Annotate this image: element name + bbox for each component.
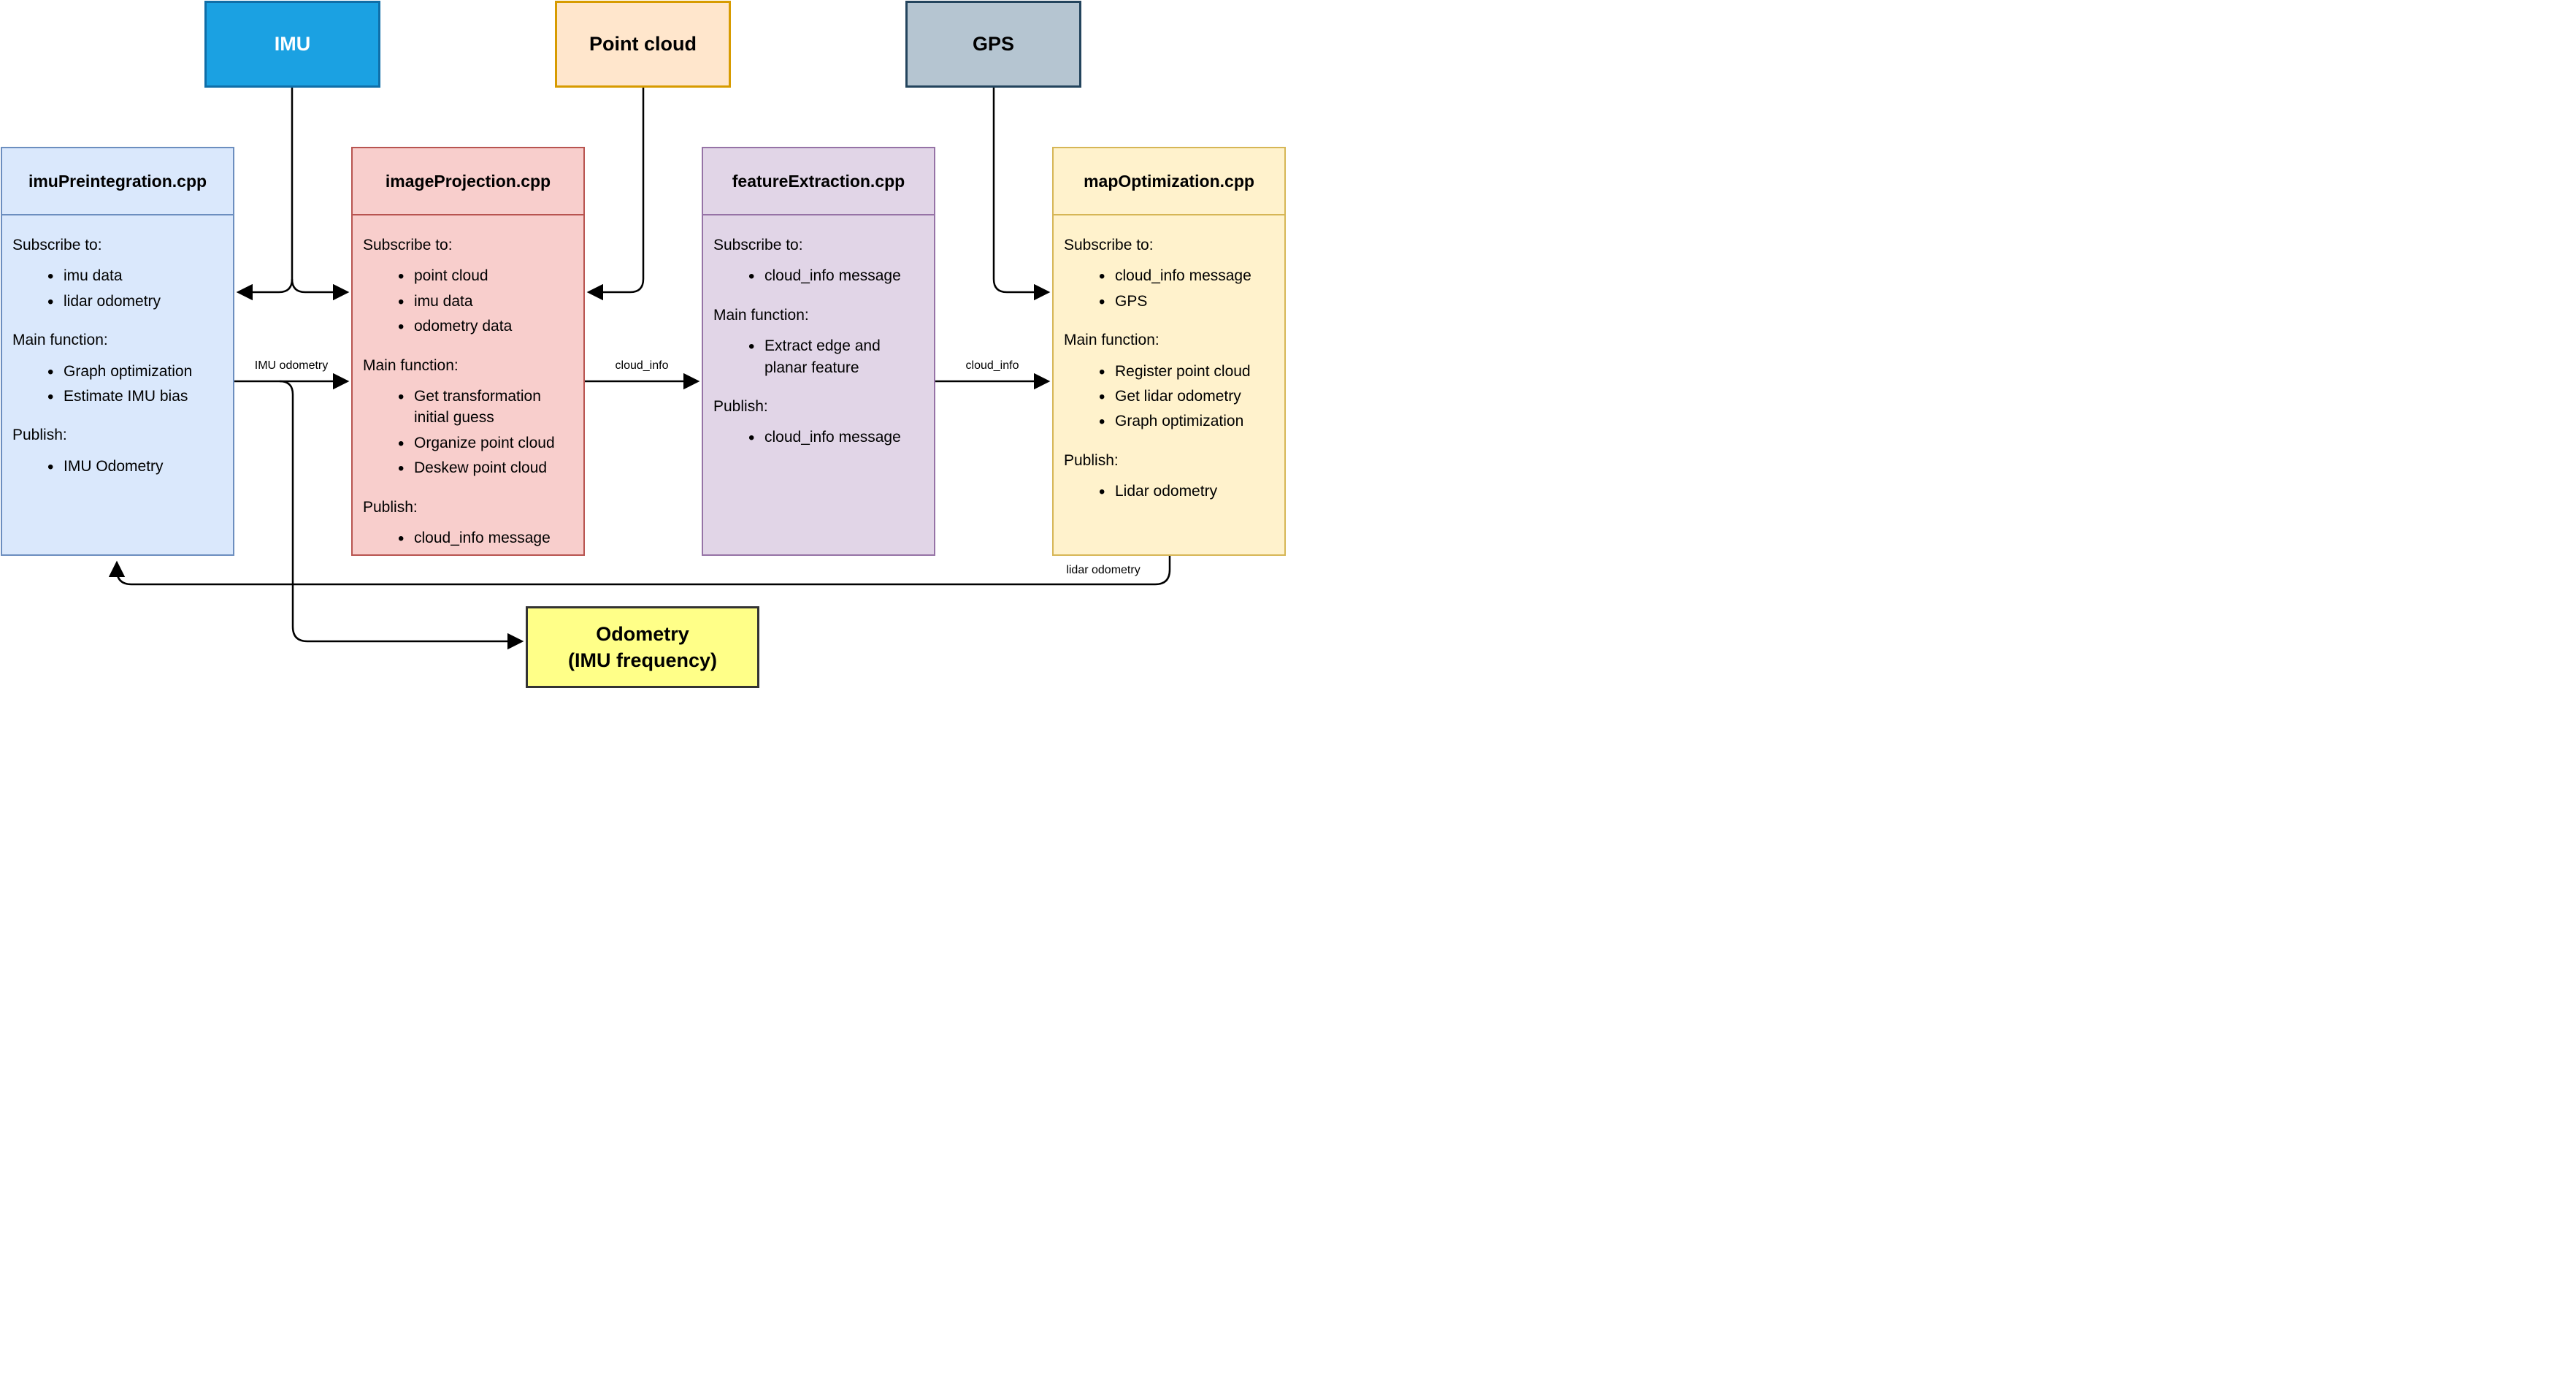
source-label-imu: IMU [274,33,311,55]
section-label-publish: Publish: [363,498,418,516]
bullet-item: cloud_info message [1099,264,1276,289]
publish-list: IMU Odometry [12,455,224,480]
publish-list: cloud_info message [363,527,575,551]
module-featureextraction: featureExtraction.cpp Subscribe to: clou… [702,147,935,556]
subscribe-list: cloud_info message GPS [1064,264,1276,315]
imu-to-imupreintegration-arrow [236,278,294,301]
subscribe-list: point cloud imu data odometry data [363,264,575,340]
section-label-main-function: Main function: [363,356,459,374]
section-label-subscribe: Subscribe to: [713,237,803,253]
module-title: mapOptimization.cpp [1054,148,1284,215]
subscribe-list: cloud_info message [713,264,925,289]
module-title: featureExtraction.cpp [703,148,934,215]
bullet-item: cloud_info message [748,264,925,289]
module-title: imuPreintegration.cpp [2,148,233,215]
bullet-item: odometry data [398,315,575,340]
source-label-point-cloud: Point cloud [589,33,697,55]
output-box-odometry: Odometry (IMU frequency) [526,606,759,688]
edge-label-cloud-info-2: cloud_info [965,359,1019,372]
section-label-main-function: Main function: [12,332,108,349]
bullet-item: imu data [398,290,575,315]
output-label-line2: (IMU frequency) [567,649,718,671]
main-function-list: Register point cloud Get lidar odometry … [1064,360,1276,435]
pointcloud-to-imageprojection-arrow [586,88,645,301]
output-label-line1: Odometry [596,622,689,645]
source-box-point-cloud: Point cloud [555,1,731,88]
publish-list: Lidar odometry [1064,480,1276,505]
module-body: Subscribe to: imu data lidar odometry Ma… [2,215,233,480]
section-label-main-function: Main function: [1064,332,1159,349]
module-mapoptimization: mapOptimization.cpp Subscribe to: cloud_… [1052,147,1286,556]
section-label-publish: Publish: [12,427,67,444]
gps-to-mapoptimization-arrow [992,88,1051,301]
imu-odometry-branch-to-output-arrow [279,380,524,650]
source-box-gps: GPS [905,1,1081,88]
edge-label-cloud-info-1: cloud_info [615,359,669,372]
bullet-item: Register point cloud [1099,360,1276,385]
section-label-publish: Publish: [1064,451,1119,469]
bullet-item: imu data [47,264,224,289]
main-function-list: Extract edge and planar feature [713,335,925,378]
bullet-item: Estimate IMU bias [47,385,224,410]
module-body: Subscribe to: cloud_info message Main fu… [703,215,934,451]
module-imupreintegration: imuPreintegration.cpp Subscribe to: imu … [1,147,234,556]
bullet-item: Graph optimization [47,360,224,385]
section-label-subscribe: Subscribe to: [363,237,453,253]
bullet-item: Graph optimization [1099,410,1276,435]
module-body: Subscribe to: cloud_info message GPS Mai… [1054,215,1284,505]
bullet-item: point cloud [398,264,575,289]
subscribe-list: imu data lidar odometry [12,264,224,315]
diagram-canvas: IMU Point cloud GPS imuPreintegration.cp… [0,0,1288,690]
main-function-list: Get transformation initial guess Organiz… [363,385,575,481]
bullet-item: Extract edge and planar feature [748,335,925,378]
section-label-subscribe: Subscribe to: [12,237,102,253]
bullet-item: cloud_info message [748,426,925,451]
bullet-item: IMU Odometry [47,455,224,480]
bullet-item: Organize point cloud [398,432,575,457]
lidar-odometry-feedback-arrow [108,556,1171,586]
bullet-item: Get lidar odometry [1099,385,1276,410]
bullet-item: GPS [1099,290,1276,315]
edge-label-lidar-odometry: lidar odometry [1066,564,1141,576]
source-label-gps: GPS [972,33,1015,55]
section-label-main-function: Main function: [713,306,809,324]
main-function-list: Graph optimization Estimate IMU bias [12,360,224,410]
bullet-item: Deskew point cloud [398,457,575,481]
section-label-publish: Publish: [713,397,768,415]
bullet-item: Get transformation initial guess [398,385,575,429]
module-title: imageProjection.cpp [353,148,583,215]
connector-lines [108,88,1171,650]
imu-to-imageprojection-arrow [291,278,350,301]
bullet-item: Lidar odometry [1099,480,1276,505]
module-imageprojection: imageProjection.cpp Subscribe to: point … [351,147,585,556]
module-body: Subscribe to: point cloud imu data odome… [353,215,583,551]
publish-list: cloud_info message [713,426,925,451]
source-box-imu: IMU [204,1,380,88]
section-label-subscribe: Subscribe to: [1064,237,1154,253]
bullet-item: lidar odometry [47,290,224,315]
bullet-item: cloud_info message [398,527,575,551]
edge-label-imu-odometry: IMU odometry [254,359,329,372]
